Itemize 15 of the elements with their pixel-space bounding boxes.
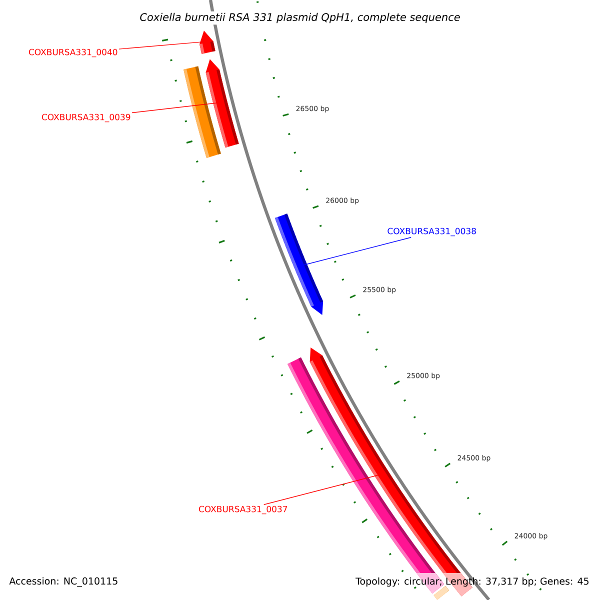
gene-label: COXBURSA331_0040 (28, 48, 118, 58)
gene-segment (288, 357, 444, 594)
summary-label: Topology: circular; Length: 37,317 bp; Genes: 45 (356, 577, 588, 587)
gene-label: COXBURSA331_0037 (198, 506, 288, 514)
title: Coxiella burnetii RSA 331 plasmid QpH1, complete sequence (138, 11, 462, 25)
gene-label: COXBURSA331_0038 (388, 228, 476, 236)
gene-segment (434, 586, 450, 600)
leader-line (264, 474, 380, 505)
gene-segment (274, 214, 324, 316)
leader-line (302, 237, 412, 266)
gene-segment (200, 30, 216, 54)
leader-line (132, 102, 218, 114)
gene-label: COXBURSA331_0039 (42, 114, 130, 122)
accession-label: Accession: NC_010115 (8, 576, 120, 588)
gene-segment (184, 66, 221, 158)
